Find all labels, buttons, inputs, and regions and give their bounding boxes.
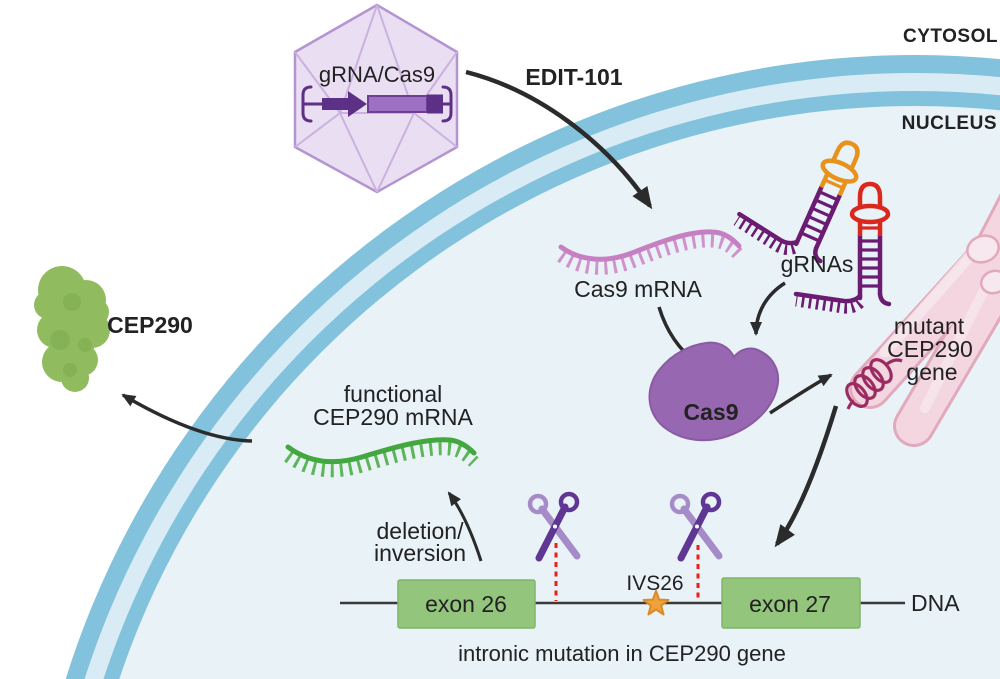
arrow-mrna-to-protein (121, 393, 253, 443)
chromosome (845, 193, 1000, 447)
functional-mrna-label: functional CEP290 mRNA (313, 381, 473, 430)
cas9-blob (648, 341, 779, 442)
arm-highlight (879, 244, 981, 358)
svg-text:functional: functional (344, 381, 442, 407)
arrow-cas9-to-gene (769, 373, 833, 415)
exon26-box (397, 579, 536, 629)
mechanism-label: deletion/ inversion (374, 518, 466, 566)
svg-text:mutant: mutant (894, 313, 965, 339)
terminator-block (427, 94, 443, 114)
svg-text:CEP290: CEP290 (887, 336, 973, 362)
exon26-label: exon 26 (425, 591, 507, 617)
ivs26-label: IVS26 (626, 572, 683, 595)
nucleus-label: NUCLEUS (902, 113, 997, 134)
arrow-gene-to-dna (774, 405, 839, 548)
cep290-protein-label: CEP290 (107, 312, 193, 338)
exon27-box (721, 577, 861, 629)
promoter-arrow (322, 91, 367, 117)
mutation-coil (845, 358, 903, 410)
cas9-mrna-label: Cas9 mRNA (574, 276, 702, 302)
functional-mrna (284, 437, 479, 478)
capsid-cargo-label: gRNA/Cas9 (319, 62, 435, 87)
cas9-mrna (557, 229, 744, 275)
mutant-gene-label: mutant CEP290 gene (887, 313, 973, 385)
cep290-protein (34, 266, 110, 392)
dna-map: exon 26 exon 27 IVS26 DNA intronic mutat… (340, 494, 960, 666)
arm-highlight (920, 277, 993, 413)
svg-text:CEP290 mRNA: CEP290 mRNA (313, 404, 473, 430)
itr-left (301, 85, 324, 123)
svg-text:inversion: inversion (374, 540, 466, 566)
functional-mrna-backbone (285, 437, 477, 465)
svg-text:deletion/: deletion/ (377, 518, 465, 544)
aav-capsid: gRNA/Cas9 (293, 3, 459, 194)
centromere-knob (966, 234, 1000, 264)
edit101-label: EDIT-101 (525, 64, 622, 90)
arrow-grna-to-cas9 (750, 281, 786, 336)
centromere-knob (979, 269, 1000, 295)
cytosol-label: CYTOSOL (903, 26, 998, 47)
transgene-construct (301, 85, 453, 123)
grnas-label: gRNAs (781, 251, 854, 277)
svg-text:gene: gene (906, 359, 957, 385)
arrow-edit101-entry (465, 69, 653, 210)
gene-cassette (367, 95, 428, 113)
dna-caption: intronic mutation in CEP290 gene (458, 641, 786, 666)
mutation-star-icon (642, 590, 670, 616)
arrow-deletion-to-mrna (447, 491, 483, 562)
cas9-protein-label: Cas9 (684, 399, 739, 425)
cas9-protein: Cas9 (648, 341, 779, 442)
exon27-label: exon 27 (749, 591, 831, 617)
dna-label: DNA (911, 590, 960, 616)
cas9-mrna-backbone (558, 229, 742, 262)
